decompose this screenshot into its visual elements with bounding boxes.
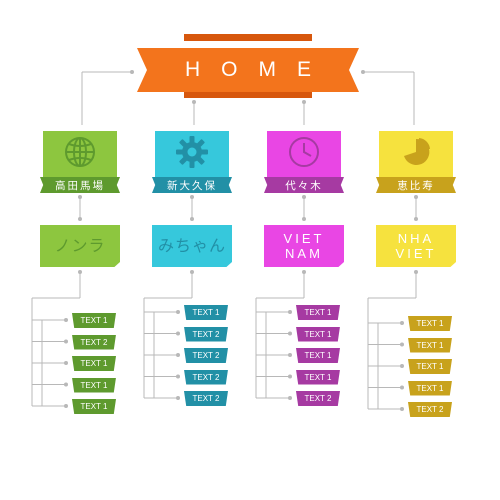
connector-dot (64, 361, 68, 365)
connector-dot (64, 382, 68, 387)
sub-card-line: NAM (285, 246, 323, 261)
home-banner[interactable]: HOME (137, 34, 359, 106)
list-item-pill[interactable]: TEXT 2 (72, 334, 116, 350)
list-item-pill[interactable]: TEXT 1 (408, 316, 452, 331)
category-label: 代々木 (264, 177, 344, 193)
gear-icon (175, 135, 209, 174)
sub-card-line: VIET (395, 246, 437, 261)
connector-dot (288, 331, 292, 336)
connector-dot (400, 321, 404, 325)
category-label: 高田馬場 (40, 177, 120, 193)
category-card-yellow[interactable]: 恵比寿 (376, 131, 456, 193)
category-card-top (379, 131, 453, 177)
connector-dot (78, 270, 82, 274)
sub-card-green[interactable]: ノンラ (40, 225, 120, 267)
list-item-pill[interactable]: TEXT 1 (72, 356, 116, 371)
connector-dot (176, 374, 180, 379)
connector-dot (190, 217, 194, 221)
clock-icon (287, 135, 321, 174)
connector-dot (302, 195, 306, 199)
connector-dot (288, 396, 292, 400)
connector-dot (288, 353, 292, 357)
globe-icon (63, 135, 97, 174)
home-banner-shape (137, 34, 359, 98)
connector-dot (361, 70, 365, 74)
list-item-pill[interactable]: TEXT 2 (296, 391, 340, 406)
pie-chart-icon (399, 135, 433, 174)
connector-dot (400, 385, 404, 390)
list-item-pill[interactable]: TEXT 1 (296, 305, 340, 320)
connector-dot (176, 331, 180, 336)
connector-dot (288, 310, 292, 314)
list-item-pill[interactable]: TEXT 1 (296, 369, 340, 385)
category-card-top (267, 131, 341, 177)
sub-card-text: ノンラ (54, 237, 106, 255)
connector-dot (78, 195, 82, 199)
connector-dot (414, 270, 418, 274)
sub-card-line: NHA (397, 231, 435, 246)
connector-dot (400, 342, 404, 347)
connector-dot (288, 374, 292, 379)
connector-dot (190, 195, 194, 199)
category-label: 恵比寿 (376, 177, 456, 193)
list-item-pill[interactable]: TEXT 2 (408, 402, 452, 417)
list-item-pill[interactable]: TEXT 1 (296, 326, 340, 342)
connector-dot (190, 270, 194, 274)
connector-dot (64, 318, 68, 322)
connector-dot (176, 396, 180, 400)
connector-dot (78, 217, 82, 221)
list-item-pill[interactable]: TEXT 1 (72, 377, 116, 393)
list-item-pill[interactable]: TEXT 1 (184, 305, 228, 320)
list-item-pill[interactable]: TEXT 2 (184, 369, 228, 385)
list-item-pill[interactable]: TEXT 1 (408, 337, 452, 353)
connector-dot (302, 217, 306, 221)
connector-dot (400, 407, 404, 411)
connector-dot (400, 364, 404, 368)
category-card-teal[interactable]: 新大久保 (152, 131, 232, 193)
category-label: 新大久保 (152, 177, 232, 193)
connector-dot (176, 353, 180, 357)
connector-dot (414, 195, 418, 199)
list-item-pill[interactable]: TEXT 1 (72, 313, 116, 328)
connector-dot (302, 270, 306, 274)
category-card-pink[interactable]: 代々木 (264, 131, 344, 193)
connector-dot (414, 217, 418, 221)
list-item-pill[interactable]: TEXT 1 (408, 359, 452, 374)
list-item-pill[interactable]: TEXT 1 (296, 348, 340, 363)
connector-dot (302, 100, 306, 104)
list-item-pill[interactable]: TEXT 2 (184, 326, 228, 342)
home-title: HOME (185, 58, 332, 81)
category-card-green[interactable]: 高田馬場 (40, 131, 120, 193)
list-item-pill[interactable]: TEXT 2 (184, 391, 228, 406)
sub-card-text: みちゃん (157, 237, 226, 255)
category-card-top (43, 131, 117, 177)
sub-card-line: VIET (283, 231, 325, 246)
category-card-top (155, 131, 229, 177)
list-item-pill[interactable]: TEXT 1 (72, 399, 116, 414)
list-item-pill[interactable]: TEXT 1 (408, 380, 452, 396)
list-item-pill[interactable]: TEXT 2 (184, 348, 228, 363)
connector-dot (192, 100, 196, 104)
sub-card-line: ノンラ (54, 237, 106, 255)
connector-dot (176, 310, 180, 314)
sub-card-teal[interactable]: みちゃん (152, 225, 232, 267)
connector-dot (130, 70, 134, 74)
sub-card-line: みちゃん (157, 237, 226, 255)
connector-dot (64, 404, 68, 408)
connector-dot (64, 339, 68, 344)
